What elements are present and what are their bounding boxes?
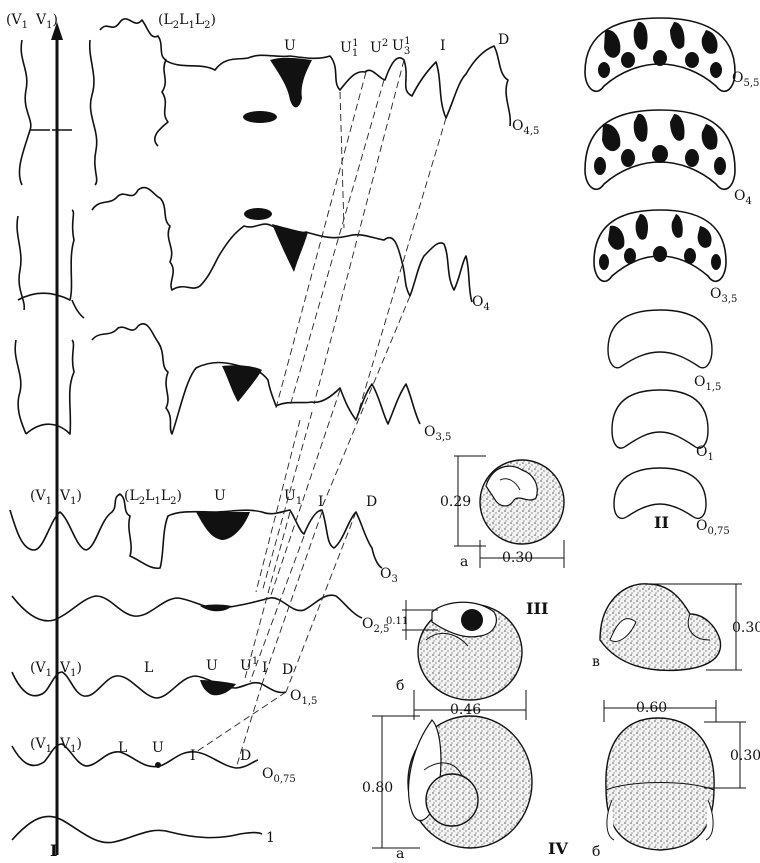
suture-o35	[15, 324, 420, 434]
shell4-b-width: 0.60	[636, 700, 667, 716]
cross-section-o1: O1	[612, 390, 714, 463]
embryo-a-letter: a	[460, 554, 468, 570]
lobe-u-fill-o45	[270, 58, 312, 108]
lobe-u-fill-o25	[200, 605, 232, 612]
growth-axis: I	[50, 22, 63, 860]
shell4-b-height: 0.30	[730, 748, 760, 764]
label-i-top: I	[440, 38, 446, 54]
label-l-o075: L	[118, 740, 127, 756]
shell4-b-letter: б	[592, 844, 600, 860]
whorl-label-o45: O4,5	[512, 118, 539, 137]
whorl-label-o4: O4	[472, 294, 490, 313]
suture-row1	[12, 816, 262, 842]
suture-o45	[19, 19, 510, 185]
embryo-view-b: 0.11 III б 0.46	[386, 599, 548, 720]
cs-label-o4: O4	[734, 188, 752, 207]
shell4-group: 0.80 a IV 0.60 0.30 б	[362, 700, 760, 862]
axis-label: I	[50, 841, 57, 860]
label-l2l1l2: (L2L1L2)	[158, 12, 216, 31]
label-u1-top: U11	[340, 38, 359, 59]
embryo-b-letter: б	[396, 678, 404, 694]
label-i-o3: I	[318, 494, 324, 510]
embryo-group-label: III	[526, 599, 548, 618]
label-l-o3: (L2L1L2)	[124, 488, 182, 507]
whorl-label-o15: O1,5	[290, 688, 317, 707]
embryo-view-v: 0.30 в	[592, 584, 760, 671]
embryo-b-umbilicus: 0.11	[386, 616, 408, 627]
cross-sections-group: O5,5 O4	[585, 18, 759, 537]
suture-o4	[17, 188, 472, 318]
whorl-label-o3: O3	[380, 566, 398, 585]
embryo-v-height: 0.30	[732, 620, 760, 636]
siphuncle-o4	[244, 208, 272, 220]
label-u1-o3: U1	[284, 488, 302, 507]
label-d-o3: D	[366, 494, 377, 510]
label-i-o15: I	[262, 660, 268, 676]
label-u1-o15: U1	[240, 656, 258, 674]
cs-label-o35: O3,5	[710, 286, 737, 305]
shell4-group-label: IV	[548, 839, 568, 858]
label-u-o3: U	[214, 488, 226, 504]
cs-group-label: II	[654, 513, 669, 532]
lobe-correlation-lines	[196, 60, 446, 768]
label-u3-top: U31	[392, 36, 411, 57]
siphuncle-o45	[243, 111, 277, 123]
shell4-view-b: 0.60 0.30 б	[592, 700, 760, 860]
lobe-u-fill-o15	[200, 680, 236, 695]
cross-section-o075: II O0,75	[614, 468, 730, 537]
cross-section-o35: O3,5	[594, 210, 737, 305]
embryo-a-height: 0.29	[440, 494, 471, 510]
suture-o3	[10, 494, 382, 568]
label-u-top: U	[284, 38, 296, 54]
suture-o25	[12, 595, 362, 621]
embryo-v-letter: в	[592, 654, 600, 670]
cs-label-o1: O1	[696, 444, 714, 463]
label-d-o15: D	[282, 662, 293, 678]
shell4-a-height: 0.80	[362, 780, 393, 796]
cs-label-o55: O5,5	[732, 70, 759, 89]
label-d-o075: D	[240, 748, 251, 764]
cross-section-o55: O5,5	[585, 18, 759, 91]
label-u2-top: U2	[370, 38, 388, 56]
whorl-label-o35: O3,5	[424, 424, 451, 443]
lobe-u-fill-o3	[196, 512, 250, 540]
label-u-o075: U	[152, 740, 164, 756]
shell4-view-a: 0.80 a IV	[362, 716, 568, 862]
label-u-o15: U	[206, 658, 218, 674]
cs-label-o15: O1,5	[694, 374, 721, 393]
label-i-o075: I	[190, 748, 196, 764]
embryo-a-width: 0.30	[502, 550, 533, 566]
embryo-view-a: 0.29 0.30 a	[440, 456, 564, 570]
whorl-label-o075: O0,75	[262, 766, 296, 785]
cs-label-o075: O0,75	[696, 518, 730, 537]
label-l-o15: L	[144, 660, 153, 676]
lobe-u-fill-o35	[222, 365, 262, 402]
lobe-u-fill-o4	[272, 224, 308, 272]
cross-section-o15: O1,5	[608, 310, 721, 393]
cross-section-o4: O4	[585, 110, 752, 207]
label-d-top: D	[498, 32, 509, 48]
whorl-label-1: 1	[266, 830, 275, 846]
shell4-a-letter: a	[396, 846, 404, 862]
